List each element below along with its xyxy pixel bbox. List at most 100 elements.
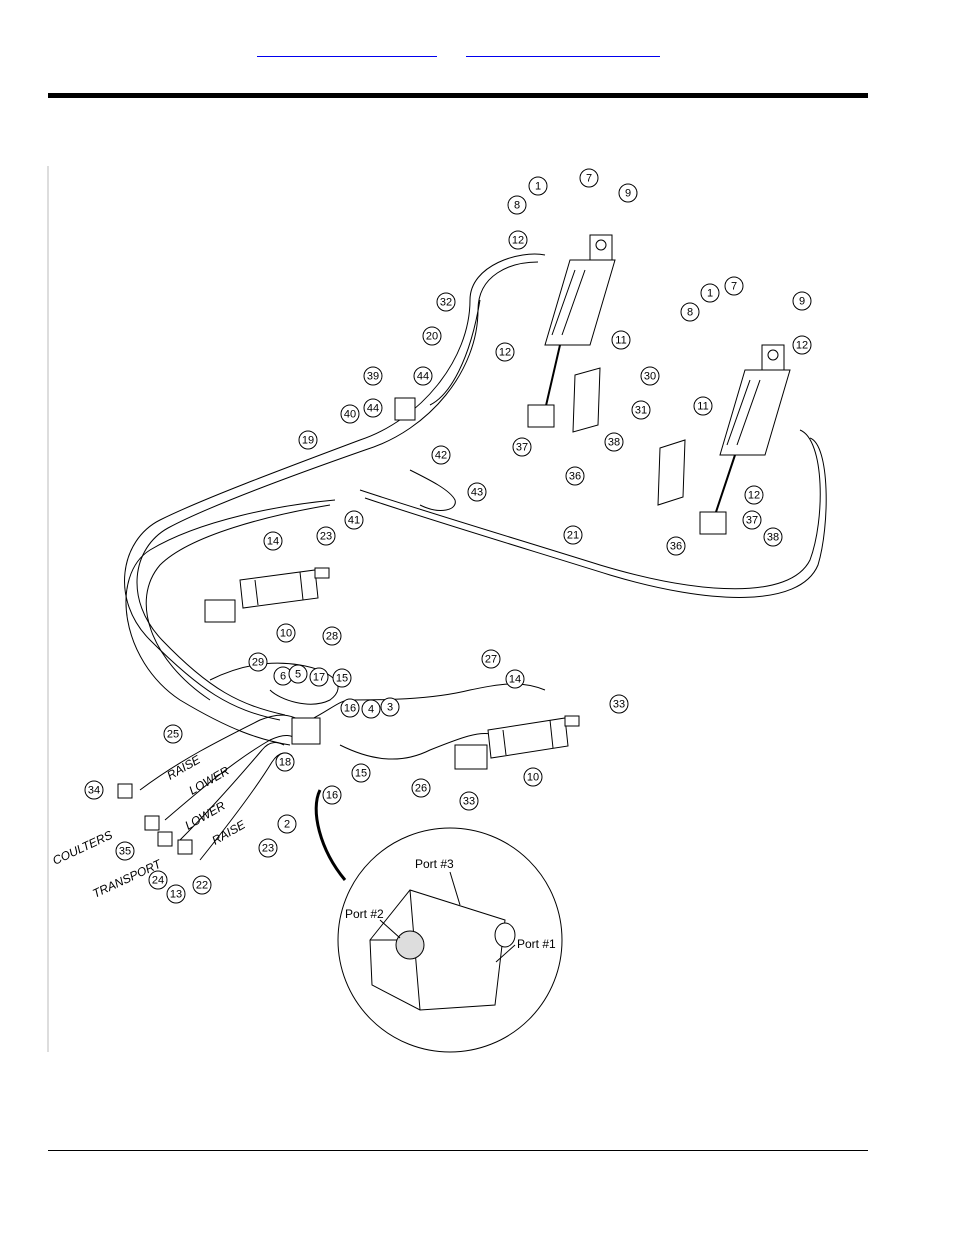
svg-text:39: 39 (367, 371, 379, 383)
callout-3: 3 (381, 698, 399, 716)
callout-14: 14 (264, 532, 282, 550)
svg-text:16: 16 (344, 703, 356, 715)
callout-32: 32 (437, 293, 455, 311)
callout-41: 41 (345, 511, 363, 529)
callout-31: 31 (632, 401, 650, 419)
callout-7: 7 (725, 277, 743, 295)
svg-text:21: 21 (567, 530, 579, 542)
callout-40: 40 (341, 405, 359, 423)
svg-text:7: 7 (586, 173, 592, 185)
callout-20: 20 (423, 327, 441, 345)
callout-22: 22 (193, 876, 211, 894)
port-3-label: Port #3 (415, 857, 454, 871)
callout-8: 8 (681, 303, 699, 321)
cylinder-middle-right (455, 716, 579, 769)
callout-37: 37 (743, 511, 761, 529)
callout-11: 11 (612, 331, 630, 349)
callout-29: 29 (249, 653, 267, 671)
svg-text:18: 18 (279, 757, 291, 769)
svg-text:12: 12 (796, 340, 808, 352)
port-1-label: Port #1 (517, 937, 556, 951)
callout-23: 23 (259, 839, 277, 857)
svg-text:36: 36 (670, 541, 682, 553)
svg-text:15: 15 (336, 673, 348, 685)
callout-25: 25 (164, 725, 182, 743)
svg-text:2: 2 (284, 819, 290, 831)
cylinder-middle-left (205, 568, 329, 622)
svg-text:40: 40 (344, 409, 356, 421)
callout-17: 17 (310, 668, 328, 686)
svg-text:23: 23 (320, 531, 332, 543)
svg-text:30: 30 (644, 371, 656, 383)
svg-text:12: 12 (512, 235, 524, 247)
callout-5: 5 (289, 665, 307, 683)
svg-text:9: 9 (799, 296, 805, 308)
callout-15: 15 (352, 764, 370, 782)
callout-33: 33 (460, 792, 478, 810)
svg-text:37: 37 (516, 442, 528, 454)
callout-1: 1 (529, 177, 547, 195)
callout-10: 10 (524, 768, 542, 786)
svg-text:37: 37 (746, 515, 758, 527)
callout-35: 35 (116, 842, 134, 860)
callout-11: 11 (694, 397, 712, 415)
svg-text:13: 13 (170, 889, 182, 901)
port-2-label: Port #2 (345, 907, 384, 921)
svg-text:16: 16 (326, 790, 338, 802)
svg-text:35: 35 (119, 846, 131, 858)
svg-text:41: 41 (348, 515, 360, 527)
callout-36: 36 (566, 467, 584, 485)
callout-12: 12 (745, 486, 763, 504)
svg-text:31: 31 (635, 405, 647, 417)
callout-15: 15 (333, 669, 351, 687)
callout-1: 1 (701, 284, 719, 302)
svg-text:11: 11 (615, 335, 626, 347)
callout-12: 12 (496, 343, 514, 361)
callout-36: 36 (667, 537, 685, 555)
callout-33: 33 (610, 695, 628, 713)
callout-12: 12 (793, 336, 811, 354)
callout-27: 27 (482, 650, 500, 668)
svg-text:20: 20 (426, 331, 438, 343)
valve-detail-inset: Port #3 Port #2 Port #1 (316, 790, 562, 1052)
callout-18: 18 (276, 753, 294, 771)
svg-text:1: 1 (535, 181, 541, 193)
svg-text:9: 9 (625, 188, 631, 200)
svg-text:28: 28 (326, 631, 338, 643)
callout-42: 42 (432, 446, 450, 464)
callout-38: 38 (764, 528, 782, 546)
callout-34: 34 (85, 781, 103, 799)
svg-text:43: 43 (471, 487, 483, 499)
svg-text:4: 4 (368, 704, 374, 716)
callout-28: 28 (323, 627, 341, 645)
callout-7: 7 (580, 169, 598, 187)
svg-text:12: 12 (499, 347, 511, 359)
svg-text:32: 32 (440, 297, 452, 309)
svg-text:38: 38 (767, 532, 779, 544)
label-raise-2: RAISE (210, 817, 249, 848)
callout-10: 10 (277, 624, 295, 642)
svg-text:33: 33 (613, 699, 625, 711)
svg-text:15: 15 (355, 768, 367, 780)
callout-19: 19 (299, 431, 317, 449)
svg-text:25: 25 (167, 729, 179, 741)
cylinder-upper-right (700, 345, 790, 534)
tee-block (395, 398, 415, 420)
valve-body (292, 718, 320, 744)
svg-text:44: 44 (367, 403, 379, 415)
svg-text:12: 12 (748, 490, 760, 502)
callout-2: 2 (278, 815, 296, 833)
callout-23: 23 (317, 527, 335, 545)
callout-37: 37 (513, 438, 531, 456)
svg-text:17: 17 (313, 672, 325, 684)
callout-30: 30 (641, 367, 659, 385)
svg-text:10: 10 (280, 628, 292, 640)
svg-text:26: 26 (415, 783, 427, 795)
svg-text:38: 38 (608, 437, 620, 449)
callout-26: 26 (412, 779, 430, 797)
shield-lower (658, 440, 685, 505)
svg-text:8: 8 (687, 307, 693, 319)
svg-text:23: 23 (262, 843, 274, 855)
callout-44: 44 (414, 367, 432, 385)
